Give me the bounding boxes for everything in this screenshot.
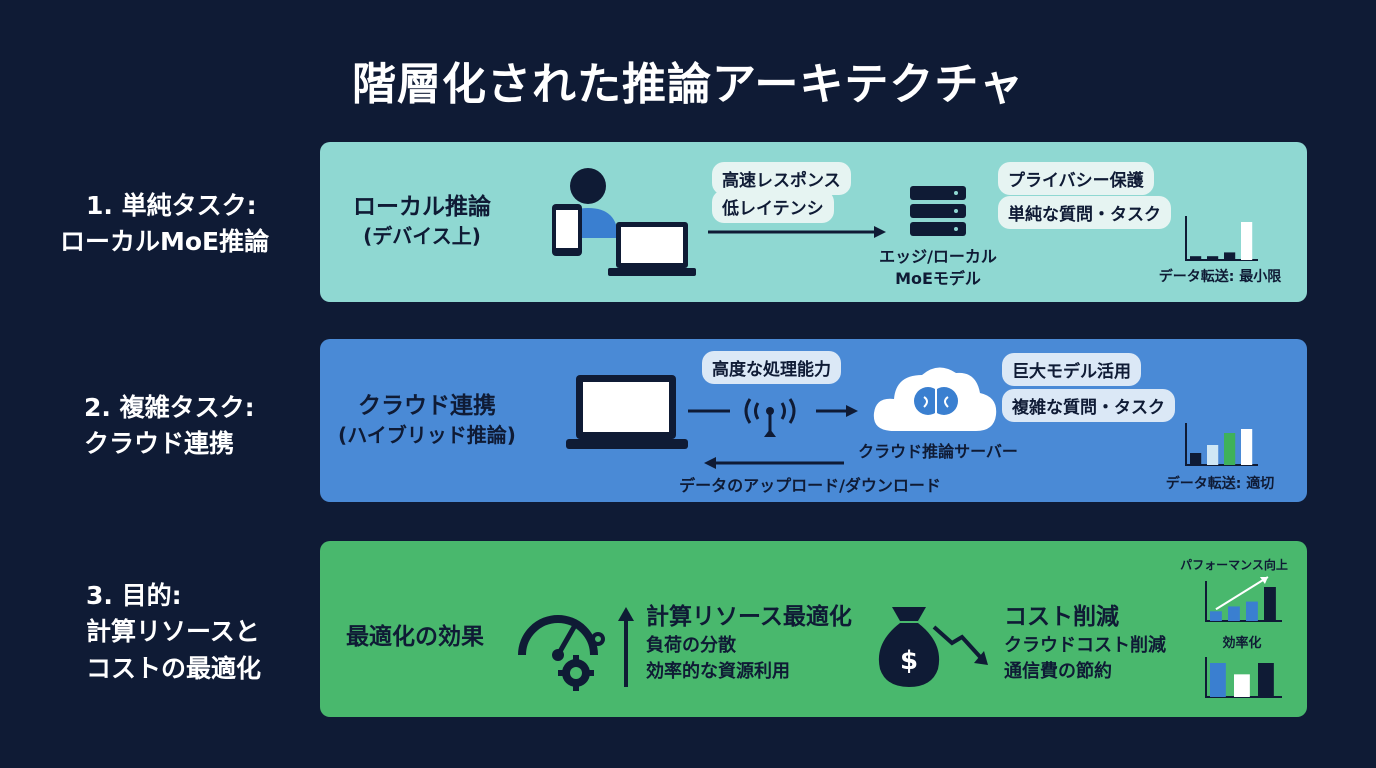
compute-optimization-title: 計算リソース最適化 xyxy=(646,604,852,630)
chart-bar xyxy=(1241,222,1253,260)
trend-arrowhead xyxy=(1259,577,1268,584)
chart-bar xyxy=(1224,252,1236,260)
money-bag-icon: $ xyxy=(878,607,940,687)
pill-text: プライバシー保護 xyxy=(1008,171,1144,191)
pill-text: 単純な質問・タスク xyxy=(1008,205,1161,225)
gauge-gear-icon xyxy=(518,615,605,691)
heading-line: クラウド連携 xyxy=(358,393,496,419)
local-inference-panel: ローカル推論 (デバイス上) 高速レスポンス 低レイテンシ エッジ/ローカル M… xyxy=(320,142,1307,302)
chart-bar xyxy=(1228,606,1240,621)
down-trend-arrow-icon xyxy=(932,625,988,665)
money-symbol: $ xyxy=(900,646,918,676)
heading-line: (ハイブリッド推論) xyxy=(338,423,516,448)
pill-fast-response: 高速レスポンス xyxy=(712,162,851,195)
cloud-server-caption: クラウド推論サーバー xyxy=(858,442,1018,461)
row2-label: 2. 複雑タスク: クラウド連携 xyxy=(84,390,354,463)
list-item: 効率的な資源利用 xyxy=(646,661,790,683)
pill-advanced-processing: 高度な処理能力 xyxy=(702,351,841,384)
trend-line xyxy=(1215,576,1269,611)
cloud-collab-heading: クラウド連携 (ハイブリッド推論) xyxy=(332,391,522,449)
wireless-signal-icon xyxy=(688,398,858,437)
caption-line: MoEモデル xyxy=(895,268,981,288)
cloud-collaboration-panel: クラウド連携 (ハイブリッド推論) 高度な処理能力 クラウド推論サーバー 巨大モ… xyxy=(320,339,1307,502)
row3-label-line: コストの最適化 xyxy=(86,653,262,683)
row2-label-line: 2. 複雑タスク: xyxy=(84,393,255,422)
list-item: クラウドコスト削減 xyxy=(1004,635,1166,656)
caption-line: エッジ/ローカル xyxy=(879,247,997,266)
pill-text: 巨大モデル活用 xyxy=(1012,362,1131,382)
chart-bar xyxy=(1210,663,1226,697)
performance-chart xyxy=(1205,576,1282,622)
pill-low-latency: 低レイテンシ xyxy=(712,190,834,223)
row3-label-line: 3. 目的: xyxy=(86,581,182,610)
chart-caption: 効率化 xyxy=(1222,636,1262,651)
chart-bar xyxy=(1190,256,1202,260)
row1-label: 1. 単純タスク: ローカルMoE推論 xyxy=(60,188,330,261)
pill-text: 高度な処理能力 xyxy=(712,360,831,380)
chart-bar xyxy=(1246,601,1258,621)
chart-bar xyxy=(1234,674,1250,697)
data-transfer-chart-appropriate xyxy=(1185,423,1258,466)
chart-bar xyxy=(1241,429,1253,465)
row1-label-line: ローカルMoE推論 xyxy=(60,227,270,257)
chart-caption: データ転送: 適切 xyxy=(1165,476,1275,492)
page-title: 階層化された推論アーキテクチャ xyxy=(352,59,1024,110)
chart-bar xyxy=(1224,433,1236,465)
cost-reduction-title: コスト削減 xyxy=(1004,604,1119,630)
chart-bar xyxy=(1264,587,1276,621)
pill-text: 高速レスポンス xyxy=(722,171,841,191)
list-item: 負荷の分散 xyxy=(646,635,736,656)
user-devices-icon xyxy=(552,168,696,276)
chart-bar xyxy=(1207,445,1219,465)
cost-reduction-list: クラウドコスト削減 通信費の節約 xyxy=(1004,633,1166,685)
pill-text: 複雑な質問・タスク xyxy=(1012,398,1165,418)
pill-large-model: 巨大モデル活用 xyxy=(1002,353,1141,386)
arrow-right-icon xyxy=(708,226,886,238)
pill-simple-task: 単純な質問・タスク xyxy=(998,196,1171,229)
compute-optimization-list: 負荷の分散 効率的な資源利用 xyxy=(646,633,790,685)
data-transfer-chart-minimal xyxy=(1185,216,1258,261)
laptop-icon xyxy=(566,375,688,449)
edge-model-caption: エッジ/ローカル MoEモデル xyxy=(858,246,1018,289)
pill-complex-task: 複雑な質問・タスク xyxy=(1002,389,1175,422)
pill-text: 低レイテンシ xyxy=(722,199,824,219)
data-upload-download-caption: データのアップロード/ダウンロード xyxy=(679,476,941,495)
arrow-left-icon xyxy=(704,457,844,469)
heading-line: (デバイス上) xyxy=(363,224,481,249)
local-inference-heading: ローカル推論 (デバイス上) xyxy=(342,192,502,250)
row3-label: 3. 目的: 計算リソースと コストの最適化 xyxy=(86,578,356,687)
optimization-heading: 最適化の効果 xyxy=(346,624,484,650)
chart-axis xyxy=(1205,657,1282,698)
heading-line: ローカル推論 xyxy=(353,194,491,220)
chart-bar xyxy=(1207,256,1219,260)
chart-caption: パフォーマンス向上 xyxy=(1180,558,1288,572)
list-item: 通信費の節約 xyxy=(1004,661,1112,683)
row1-label-line: 1. 単純タスク: xyxy=(86,191,257,220)
pill-privacy: プライバシー保護 xyxy=(998,162,1154,195)
chart-bar xyxy=(1210,611,1222,621)
server-icon xyxy=(910,186,966,236)
optimization-panel: 最適化の効果 計算リソース最適化 負荷の分散 効率的な資源利用 $ コスト削減 … xyxy=(320,541,1307,717)
row2-label-line: クラウド連携 xyxy=(84,429,235,459)
arrow-up-icon xyxy=(618,607,634,687)
efficiency-chart xyxy=(1205,657,1282,698)
chart-bar xyxy=(1190,453,1202,465)
chart-caption: データ転送: 最小限 xyxy=(1158,269,1282,285)
chart-bar xyxy=(1258,663,1274,697)
row3-label-line: 計算リソースと xyxy=(86,617,260,647)
cloud-brain-icon xyxy=(873,367,997,431)
